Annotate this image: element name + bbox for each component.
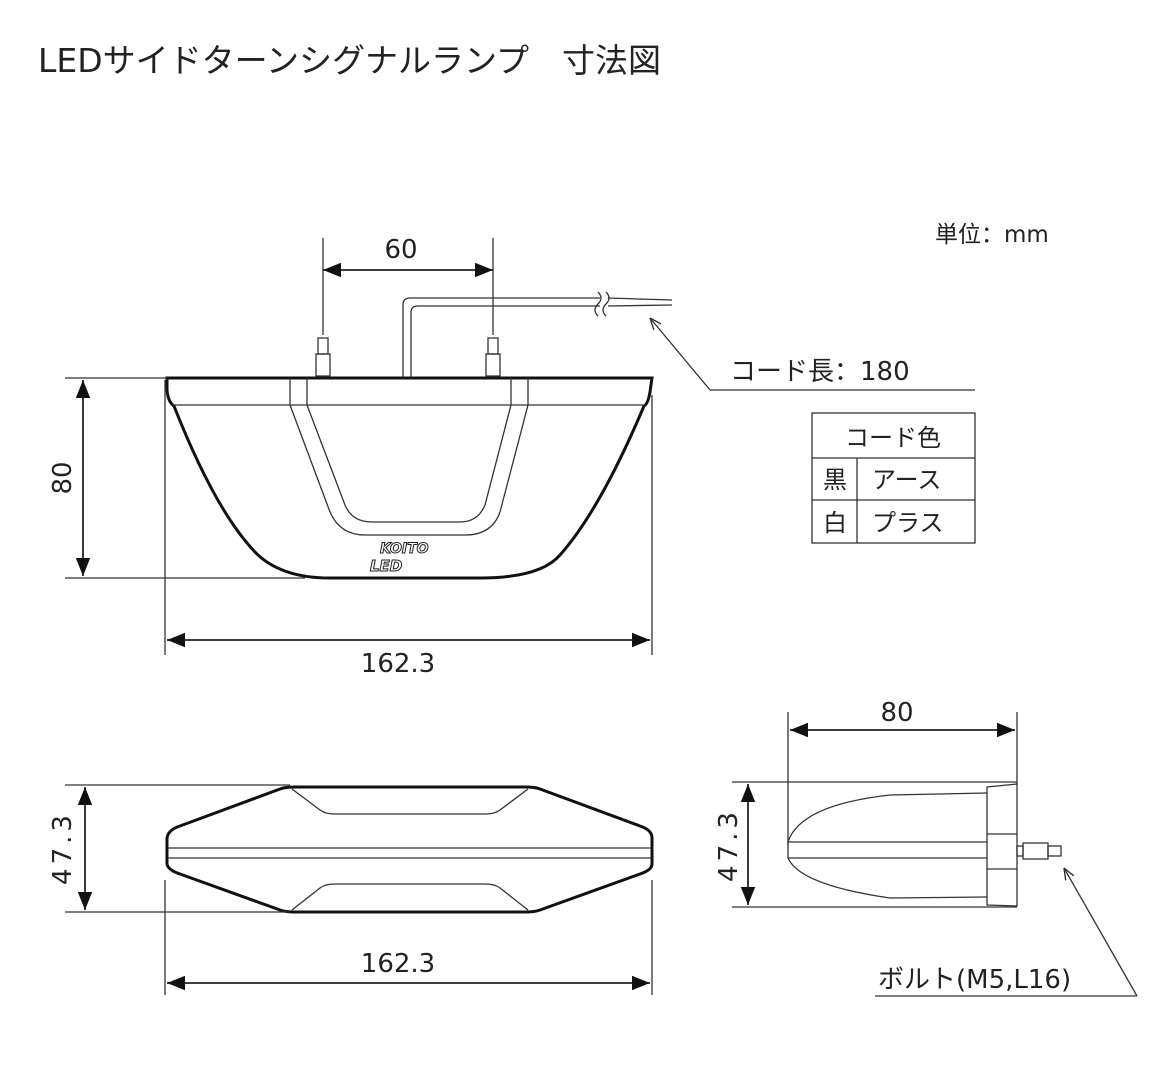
stud-left	[315, 337, 331, 377]
dim-width-bottom: 162.3	[361, 949, 435, 979]
svg-text:LED: LED	[370, 557, 402, 575]
cord-length-label: コード長：180	[730, 357, 910, 387]
table-cell-color: 白	[823, 509, 847, 537]
dim-depth-side: 80	[880, 698, 913, 728]
page-title: LEDサイドターンシグナルランプ 寸法図	[38, 41, 661, 80]
bottom-view	[165, 785, 654, 914]
dim-height-side: 47.3	[714, 808, 744, 882]
cord-color-table: コード色 黒 アース 白 プラス	[811, 412, 976, 544]
front-view: KOITO LED	[165, 291, 673, 580]
cord	[402, 297, 673, 378]
bolt-label: ボルト(M5,L16)	[878, 965, 1071, 995]
table-header: コード色	[845, 424, 941, 452]
stud-right	[485, 337, 501, 377]
koito-led-logo: KOITO LED	[370, 541, 430, 576]
dim-width-front: 162.3	[361, 649, 435, 679]
dim-height: 80	[48, 461, 78, 494]
unit-label: 単位：mm	[935, 222, 1049, 248]
side-view	[787, 783, 1062, 907]
svg-text:KOITO: KOITO	[380, 541, 429, 557]
table-cell-meaning: プラス	[872, 509, 944, 537]
table-cell-color: 黒	[823, 466, 847, 494]
dim-stud-spacing: 60	[384, 235, 417, 265]
table-cell-meaning: アース	[872, 466, 941, 494]
dim-height-bottom: 47.3	[48, 811, 78, 885]
bolt	[1016, 842, 1062, 860]
